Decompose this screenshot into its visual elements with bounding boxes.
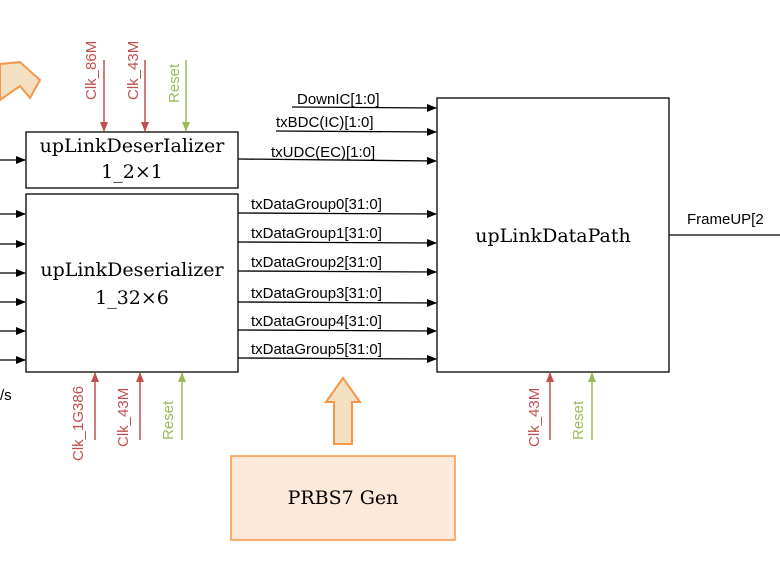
datapath-title: upLinkDataPath <box>475 225 631 247</box>
reset-label: Reset <box>166 63 183 103</box>
signal-label-txbdc: txBDC(IC)[1:0] <box>276 114 374 131</box>
signal-arrow-txbdc <box>275 127 437 136</box>
prbs-up-block-arrow <box>324 376 362 445</box>
signal-label-downic: DownIC[1:0] <box>297 91 380 108</box>
clock-label: Clk_43M <box>115 388 132 447</box>
signal-label-datagroup4: txDataGroup4[31:0] <box>251 313 382 330</box>
signal-arrow-datagroup0 <box>237 209 437 218</box>
deserializer-ic-title: upLinkDeserIalizer <box>40 135 226 157</box>
prbs-title: PRBS7 Gen <box>288 487 399 509</box>
clock-label: Clk_43M <box>526 388 543 447</box>
reset-label: Reset <box>570 400 587 440</box>
up-left-block-arrow <box>0 60 42 102</box>
signal-arrow-datagroup3 <box>237 298 437 307</box>
signal-label-datagroup1: txDataGroup1[31:0] <box>251 225 382 242</box>
deserializer-data-ratio: 1_32×6 <box>95 287 169 309</box>
deserializer-ic-ratio: 1_2×1 <box>101 161 163 183</box>
signal-label-datagroup0: txDataGroup0[31:0] <box>251 196 382 213</box>
signal-arrow-downic <box>291 103 437 112</box>
deserializer-data-title: upLinkDeserializer <box>40 259 224 281</box>
frame-output-label: FrameUP[2 <box>687 211 764 228</box>
left-edge-fragment: /s <box>0 387 12 404</box>
clock-label: Clk_1G386 <box>70 386 87 461</box>
deserializer-data-block <box>25 193 239 373</box>
signal-label-datagroup2: txDataGroup2[31:0] <box>251 254 382 271</box>
prbs-block <box>230 455 456 541</box>
signal-arrow-datagroup1 <box>237 238 437 247</box>
signal-arrow-datagroup5 <box>237 354 437 363</box>
signal-label-txudc: txUDC(EC)[1:0] <box>271 144 375 161</box>
signal-arrow-txudc <box>237 156 437 165</box>
signal-label-datagroup3: txDataGroup3[31:0] <box>251 285 382 302</box>
clock-label: Clk_43M <box>125 41 142 100</box>
clock-label: Clk_86M <box>83 41 100 100</box>
deserializer-ic-block <box>25 131 239 189</box>
signal-arrow-datagroup4 <box>237 326 437 335</box>
reset-label: Reset <box>160 400 177 440</box>
signal-label-datagroup5: txDataGroup5[31:0] <box>251 341 382 358</box>
signal-arrow-datagroup2 <box>237 267 437 276</box>
datapath-block <box>436 97 670 373</box>
